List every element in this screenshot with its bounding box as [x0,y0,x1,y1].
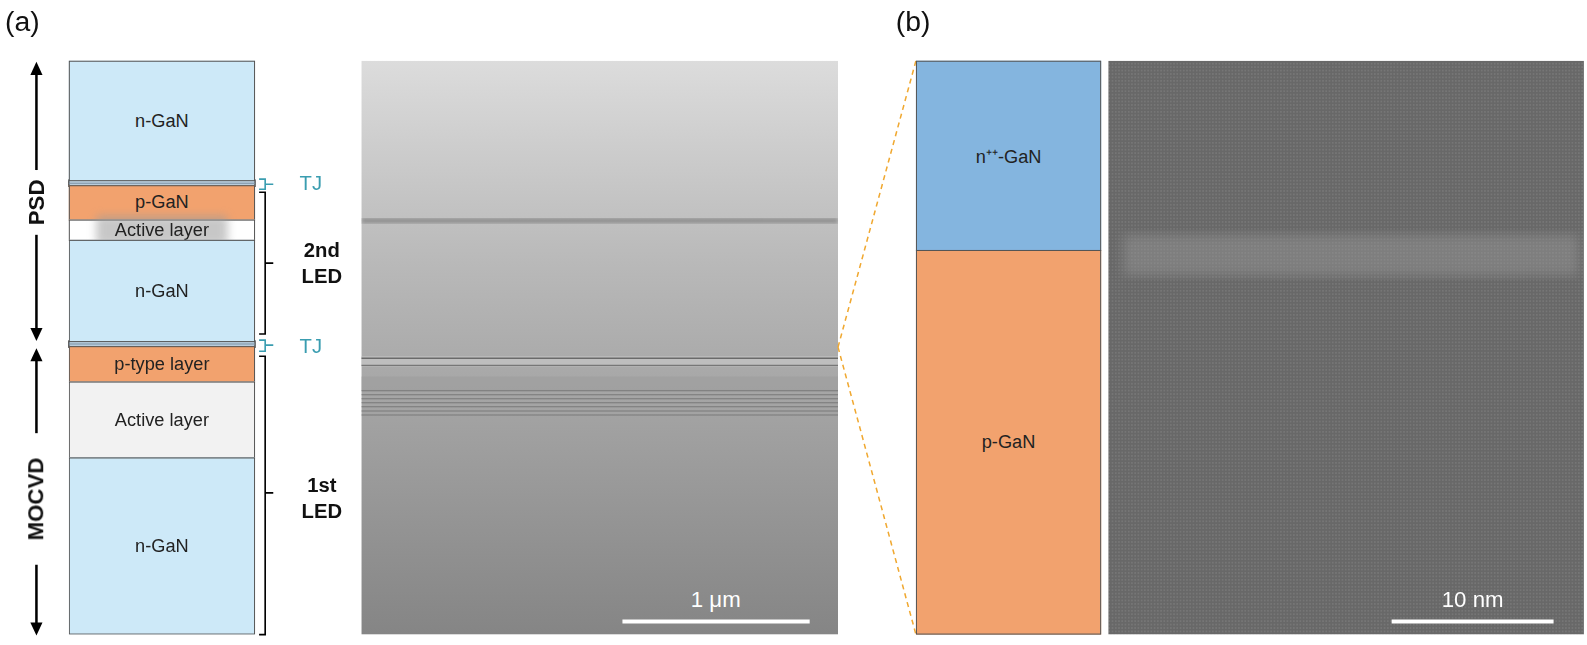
layer-band: n-GaN [69,457,255,634]
layer-label: Active layer [115,409,209,430]
layer-label: p-GaN [982,432,1036,453]
layer-band: n⁺⁺-GaN [916,61,1101,251]
growth-method: PSD [23,180,49,226]
growth-method: MOCVD [23,458,49,541]
layer-band: Active layer [69,220,255,241]
layer-band: n-GaN [69,240,255,342]
layer-band: p-GaN [916,250,1101,635]
layer-band: n-GaN [69,61,255,181]
layer-label: n-GaN [135,110,189,131]
junction-label: TJ [300,334,322,357]
layer-label: n⁺⁺-GaN [976,144,1042,168]
device-label: 2nd LED [294,237,351,290]
layer-band: Active layer [69,382,255,459]
layer-label: n-GaN [135,535,189,556]
device-label: 1st LED [294,472,351,525]
layer-label: n-GaN [135,280,189,301]
layer-label: p-type layer [114,354,209,375]
panel-label: (a) [5,6,40,38]
scale-bar-label: 10 nm [1442,587,1504,613]
scale-bar-label: 1 μm [691,587,741,613]
panel-label: (b) [896,6,931,38]
layer-band: p-type layer [69,346,255,382]
junction-label: TJ [300,172,322,195]
layer-label: p-GaN [135,192,189,213]
layer-label: Active layer [115,220,209,241]
